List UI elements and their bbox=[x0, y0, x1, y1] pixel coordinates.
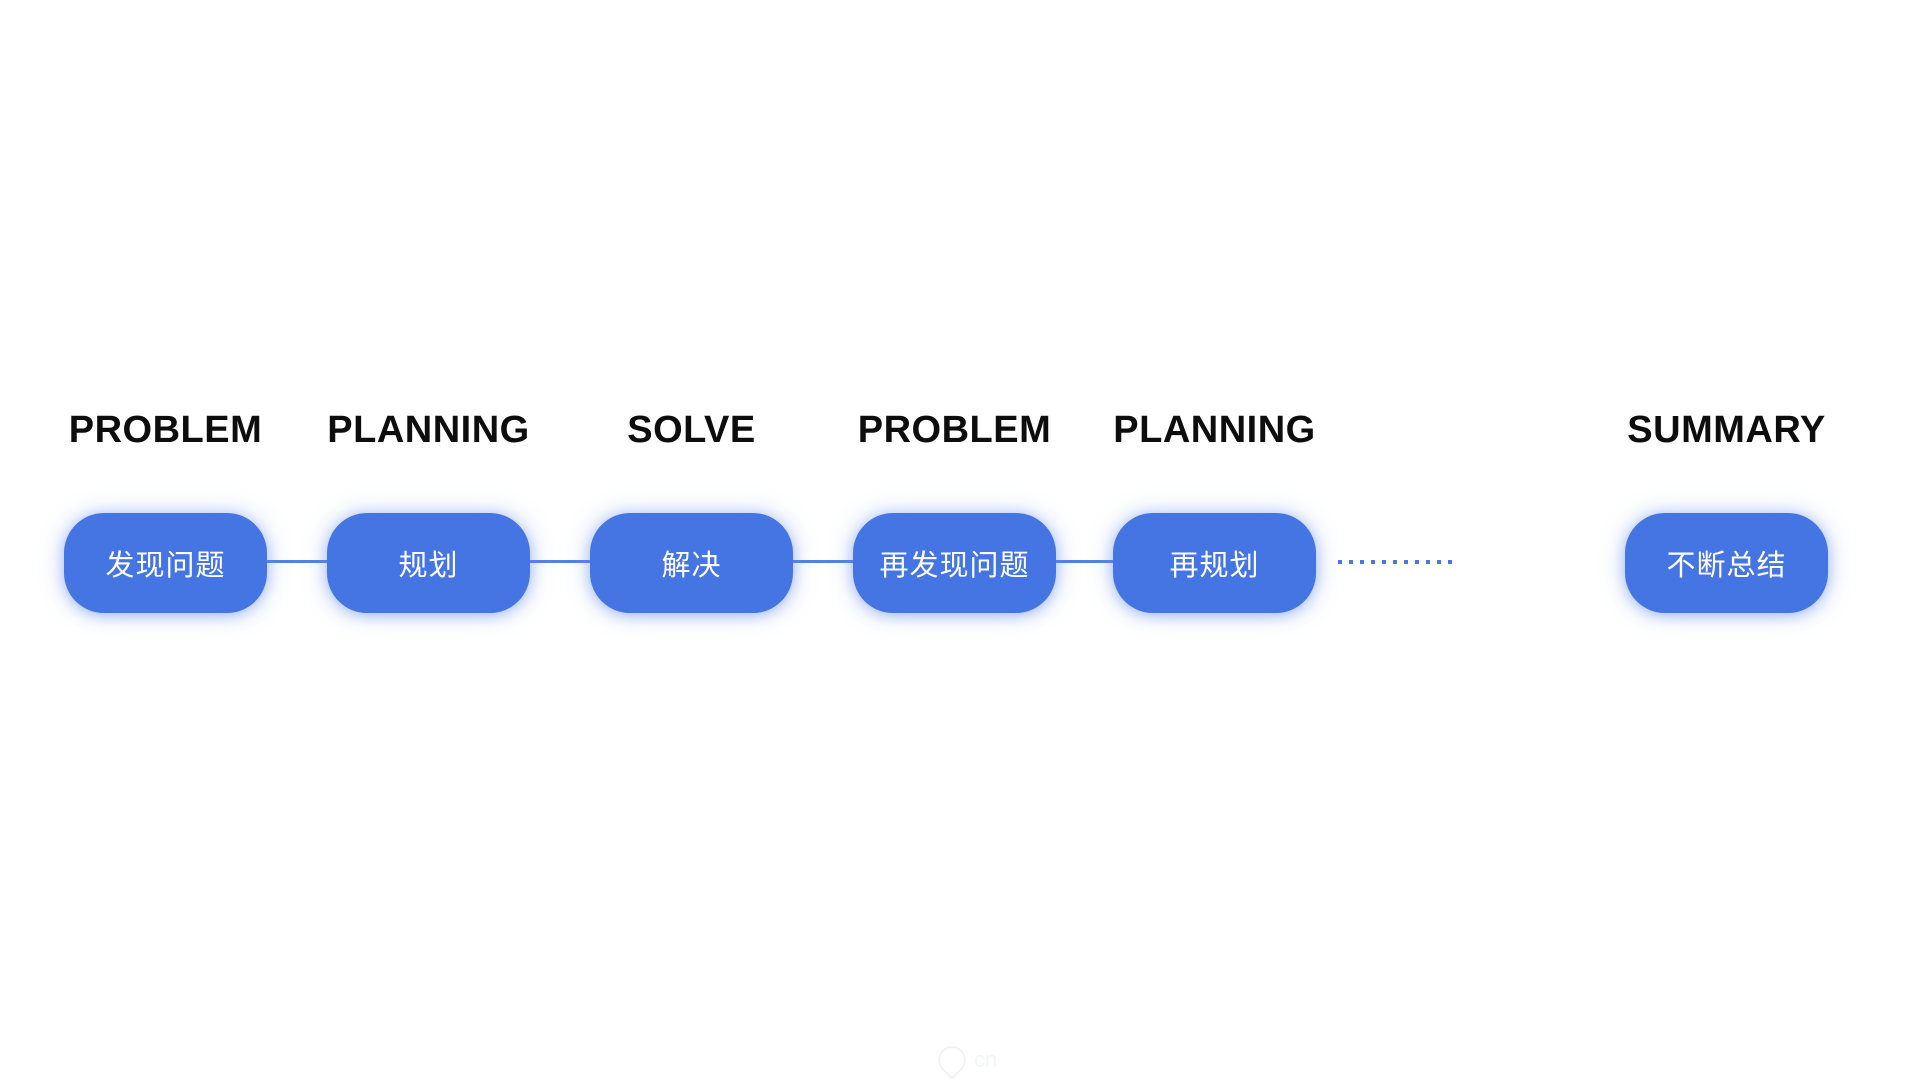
node-pill-text: 规划 bbox=[398, 550, 459, 582]
ellipsis-dots bbox=[1338, 560, 1456, 564]
watermark-logo-icon bbox=[932, 1040, 972, 1080]
stage-summary: SUMMARY 不断总结 bbox=[1625, 404, 1828, 613]
stage-solve: SOLVE 解决 bbox=[590, 404, 793, 613]
node-pill[interactable]: 不断总结 bbox=[1625, 513, 1828, 613]
stage-label: SOLVE bbox=[627, 409, 756, 451]
stage-planning-1: PLANNING 规划 bbox=[327, 404, 530, 613]
stage-problem-2: PROBLEM 再发现问题 bbox=[853, 404, 1056, 613]
node-pill[interactable]: 发现问题 bbox=[64, 513, 267, 613]
stage-planning-2: PLANNING 再规划 bbox=[1113, 404, 1316, 613]
stage-label: PROBLEM bbox=[857, 409, 1052, 451]
node-pill-text: 再规划 bbox=[1169, 550, 1260, 582]
stage-problem-1: PROBLEM 发现问题 bbox=[64, 404, 267, 613]
watermark: cn bbox=[932, 1040, 998, 1080]
stage-label: PLANNING bbox=[327, 409, 530, 451]
node-pill[interactable]: 再发现问题 bbox=[853, 513, 1056, 613]
stage-label: SUMMARY bbox=[1627, 409, 1826, 451]
node-pill-text: 不断总结 bbox=[1666, 550, 1787, 582]
node-pill[interactable]: 解决 bbox=[590, 513, 793, 613]
node-pill-text: 再发现问题 bbox=[879, 550, 1030, 582]
node-pill[interactable]: 再规划 bbox=[1113, 513, 1316, 613]
node-pill-text: 发现问题 bbox=[105, 550, 226, 582]
watermark-text: cn bbox=[974, 1047, 998, 1072]
stage-label: PLANNING bbox=[1113, 409, 1316, 451]
node-pill[interactable]: 规划 bbox=[327, 513, 530, 613]
stage-label: PROBLEM bbox=[68, 409, 263, 451]
node-pill-text: 解决 bbox=[661, 550, 722, 582]
